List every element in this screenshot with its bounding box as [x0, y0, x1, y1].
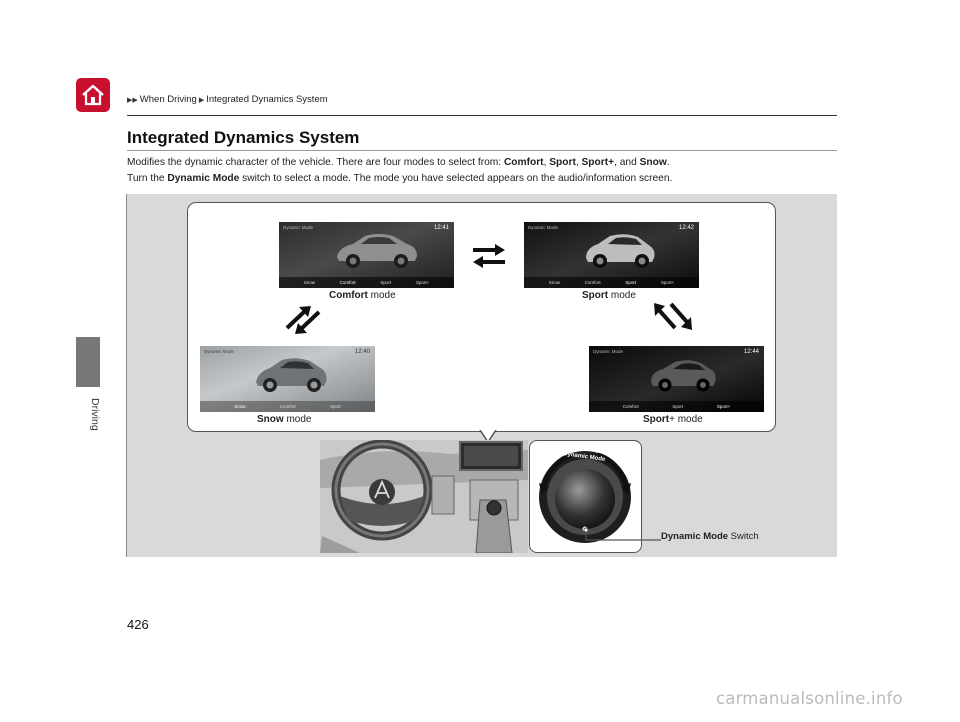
header-divider	[127, 115, 837, 116]
mode-option: Sport	[380, 280, 392, 285]
mode-option: Snow	[303, 280, 315, 285]
breadcrumb-item[interactable]: Integrated Dynamics System	[206, 94, 328, 105]
car-icon	[651, 360, 716, 392]
mode-selector-bar: Snow Comfort Sport	[200, 401, 375, 412]
mode-option: Sport+	[716, 404, 731, 409]
screen-header: Dynamic Mode	[593, 349, 624, 354]
screen-header: Dynamic Mode	[204, 349, 235, 354]
callout-line	[583, 527, 661, 541]
mode-option: Comfort	[584, 280, 601, 285]
mode-option: Comfort	[279, 404, 296, 409]
snow-screen: Dynamic Mode 12:40 Snow Comfort Sport	[200, 346, 375, 412]
chapter-label: Driving	[89, 398, 101, 431]
mode-selector-bar: Snow Comfort Sport Sport+	[524, 277, 699, 288]
car-icon	[337, 234, 417, 268]
car-icon	[586, 234, 655, 268]
mode-option: Sport+	[660, 280, 675, 285]
mode-selector-bar: Comfort Sport Sport+	[589, 401, 764, 412]
mode-option: Snow	[548, 280, 560, 285]
mode-option: Sport	[672, 404, 684, 409]
screen-clock: 12:44	[743, 349, 759, 355]
screen-clock: 12:40	[354, 349, 370, 355]
sport-screen: Dynamic Mode 12:42 Snow Comfort Sport Sp…	[524, 222, 699, 288]
mode-option: Comfort	[622, 404, 639, 409]
page-number: 426	[127, 617, 149, 632]
comfort-screen: Dynamic Mode 12:41 Snow Comfort Sport Sp…	[279, 222, 454, 288]
sport-caption: Sport mode	[582, 290, 636, 301]
figure-left-rule	[126, 194, 127, 557]
dashboard-illustration	[320, 440, 528, 553]
mode-option: Snow	[234, 404, 246, 409]
mode-option: Sport	[329, 404, 341, 409]
comfort-caption: Comfort mode	[329, 290, 396, 301]
title-divider	[127, 150, 837, 151]
chapter-tab[interactable]	[76, 337, 100, 387]
watermark[interactable]: carmanualsonline.info	[716, 689, 903, 708]
screen-clock: 12:42	[678, 225, 694, 231]
callout-label: Dynamic Mode Switch	[661, 531, 759, 542]
breadcrumb: ▶▶ When Driving ▶ Integrated Dynamics Sy…	[127, 94, 328, 105]
dial-closeup: Dynamic Mode	[529, 440, 642, 553]
screen-clock: 12:41	[433, 225, 449, 231]
page-title: Integrated Dynamics System	[127, 128, 360, 147]
breadcrumb-arrow-icon: ▶	[198, 96, 205, 104]
exchange-arrows-icon	[654, 302, 692, 330]
mode-option: Sport	[625, 280, 637, 285]
mode-option: Sport+	[415, 280, 430, 285]
car-icon	[256, 358, 327, 392]
screen-header: Dynamic Mode	[283, 225, 314, 230]
breadcrumb-arrow-icon: ▶▶	[127, 96, 138, 104]
exchange-arrows-icon	[285, 306, 321, 334]
sportplus-caption: Sport+ mode	[643, 414, 703, 425]
mode-selector-bar: Snow Comfort Sport Sport+	[279, 277, 454, 288]
home-icon[interactable]	[76, 78, 110, 112]
mode-screens-panel: Dynamic Mode 12:41 Snow Comfort Sport Sp…	[187, 202, 776, 432]
sportplus-screen: Dynamic Mode 12:44 Comfort Sport Sport+	[589, 346, 764, 412]
mode-option: Comfort	[339, 280, 356, 285]
exchange-arrows-icon	[473, 244, 505, 268]
intro-paragraph: Modifies the dynamic character of the ve…	[127, 157, 673, 184]
breadcrumb-item[interactable]: When Driving	[139, 94, 197, 105]
snow-caption: Snow mode	[257, 414, 312, 425]
screen-header: Dynamic Mode	[528, 225, 559, 230]
